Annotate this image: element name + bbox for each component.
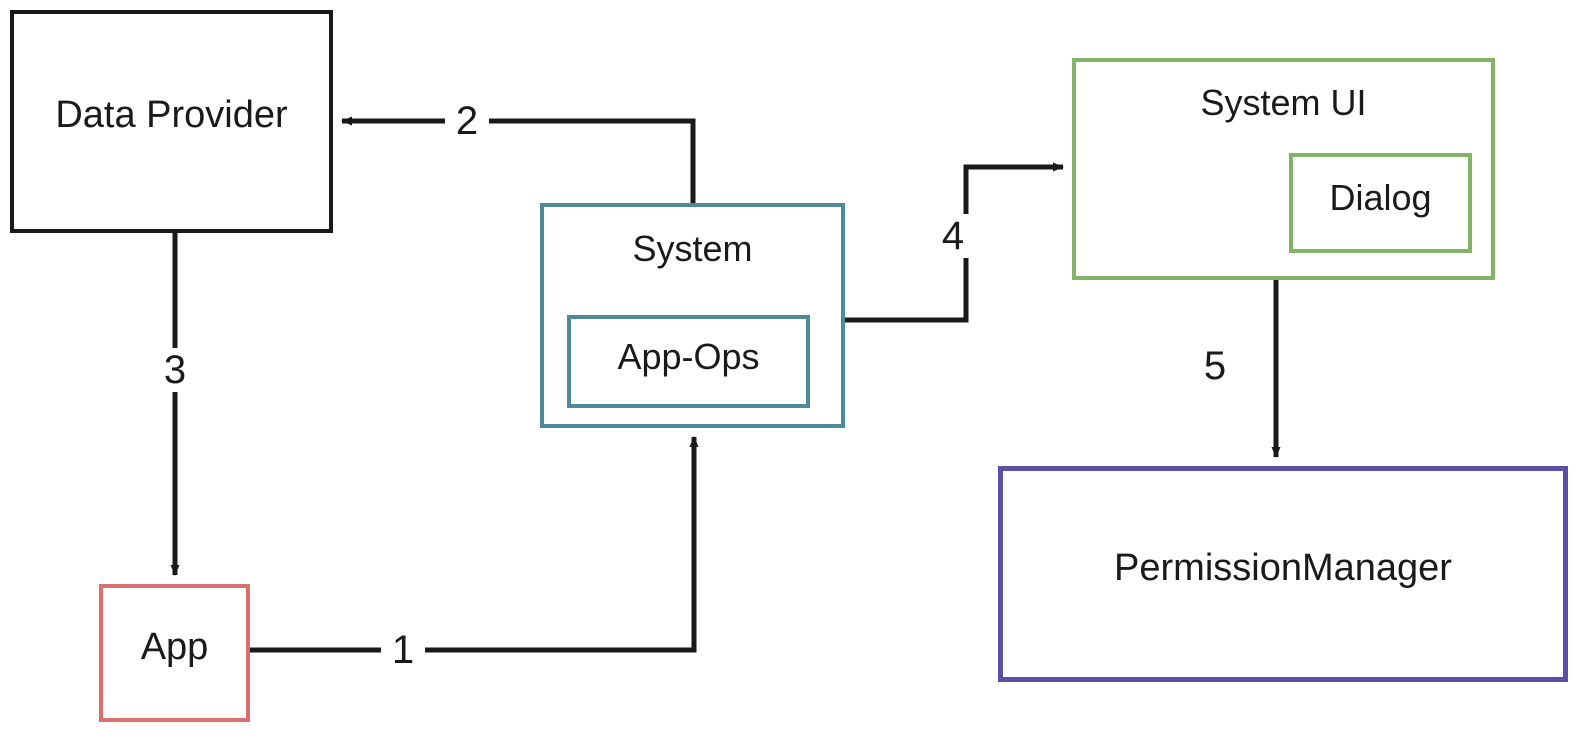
node-label-data-provider: Data Provider [55,94,288,137]
node-label-app: App [140,625,209,668]
edge-label-3: 3 [153,348,197,392]
edge-1-path [250,436,699,653]
node-app-ops[interactable] [567,315,810,408]
edge-2-path [341,116,696,203]
node-permission-manager[interactable] [998,466,1568,682]
edge-label-4: 4 [931,214,975,258]
edge-label-1: 1 [381,628,425,672]
node-dialog[interactable] [1289,153,1472,253]
edge-label-2: 2 [445,99,489,143]
node-app[interactable] [99,584,250,722]
node-label-system: System [632,227,753,269]
edge-label-5: 5 [1193,344,1237,388]
node-label-app-ops: App-Ops [617,335,760,377]
node-label-dialog: Dialog [1329,177,1432,219]
node-label-system-ui: System UI [1200,82,1367,124]
node-data-provider[interactable] [10,10,333,233]
node-label-permission-manager: PermissionManager [1114,546,1452,589]
